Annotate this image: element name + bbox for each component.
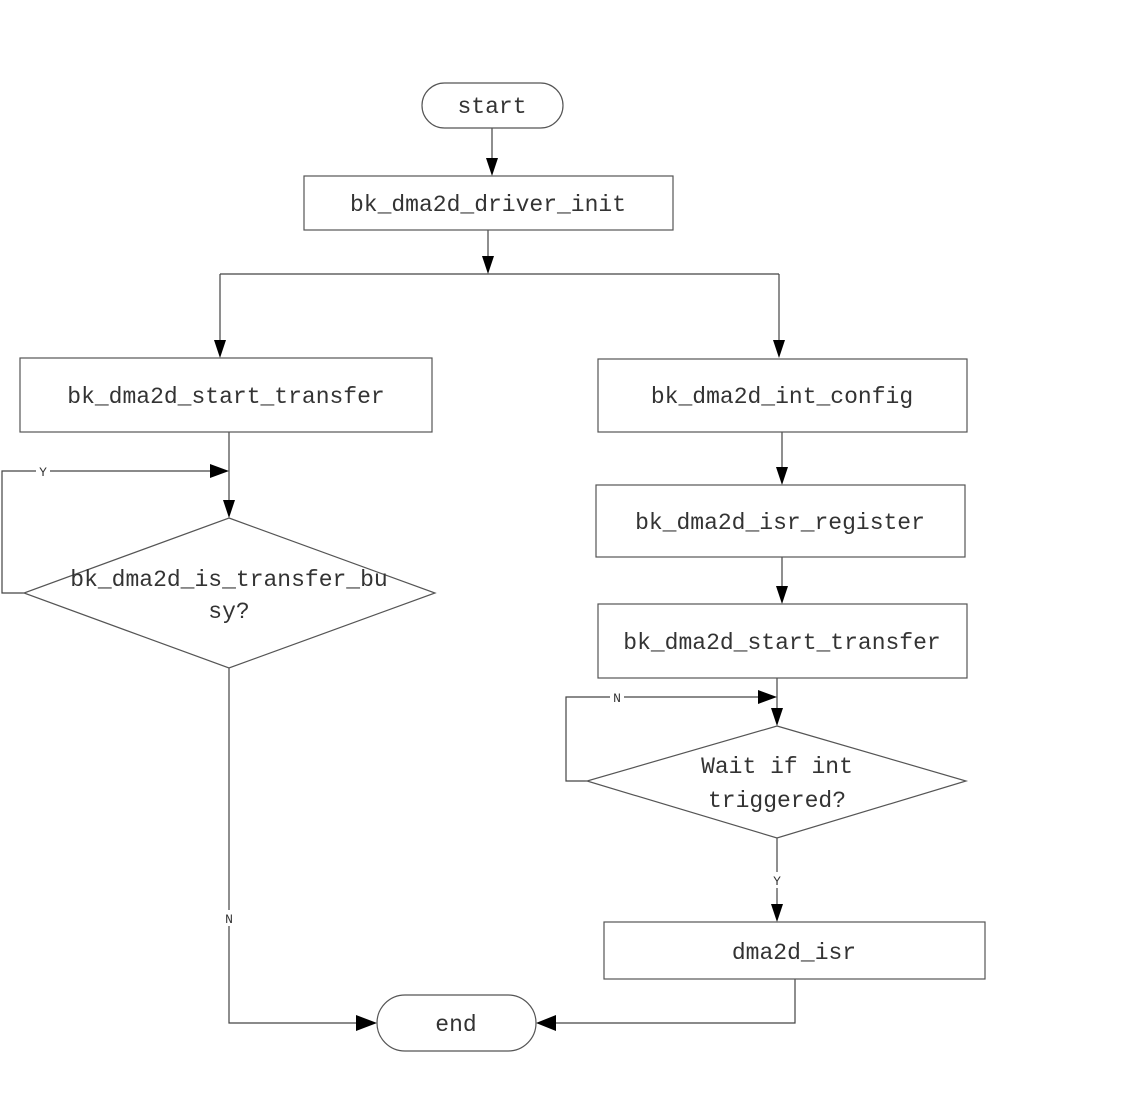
node-dma2d-isr-label: dma2d_isr [732,940,856,966]
arrowhead [773,340,785,358]
node-driver-init: bk_dma2d_driver_init [303,175,674,231]
process-shape [603,921,986,980]
arrowhead [776,586,788,604]
node-right-start-transfer: bk_dma2d_start_transfer [597,603,968,679]
edge-label-right-yes: Y [773,874,781,889]
edge-labels: Y N N Y [36,463,784,927]
arrowhead [758,690,777,704]
edge-left-no-to-end [228,668,358,1024]
process-shape [597,358,968,433]
terminator-shape [421,82,564,129]
node-wait-decision: Wait if int triggered? [584,725,969,839]
edge-label-left-loop-yes: Y [39,465,47,480]
node-left-busy-label-line1: bk_dma2d_is_transfer_bu [70,567,387,593]
node-end-label: end [435,1012,476,1038]
edge-label-left-no: N [225,912,233,927]
arrowhead [356,1015,377,1031]
node-left-busy-decision: bk_dma2d_is_transfer_bu sy? [22,517,437,669]
edge-label-right-loop-no: N [613,691,621,706]
node-wait-label-line1: Wait if int [701,754,853,780]
node-isr-register: bk_dma2d_isr_register [595,484,966,558]
arrowhead [210,464,229,478]
node-isr-register-label: bk_dma2d_isr_register [635,510,925,536]
node-start-label: start [457,94,526,120]
arrowhead [771,708,783,726]
process-shape [595,484,966,558]
connectors [1,128,796,1031]
node-wait-label-line2: triggered? [708,788,846,814]
edge-isr-to-end [555,979,796,1024]
node-start: start [421,82,564,129]
process-shape [597,603,968,679]
process-shape [303,175,674,231]
arrowhead [223,500,235,518]
arrowhead [214,340,226,358]
decision-shape [22,517,437,669]
arrowhead [482,256,494,274]
edge-left-loop-yes [1,470,212,594]
node-left-start-transfer-label: bk_dma2d_start_transfer [67,384,384,410]
node-left-start-transfer: bk_dma2d_start_transfer [19,357,433,433]
arrowhead [536,1015,556,1031]
node-right-start-transfer-label: bk_dma2d_start_transfer [623,630,940,656]
arrowhead [486,158,498,176]
edge-right-loop-no [565,696,760,782]
decision-shape [584,725,969,839]
node-end: end [376,994,537,1052]
node-left-busy-label-line2: sy? [208,599,249,625]
arrowhead [771,904,783,922]
node-int-config: bk_dma2d_int_config [597,358,968,433]
node-int-config-label: bk_dma2d_int_config [651,384,913,410]
arrowhead [776,467,788,485]
terminator-shape [376,994,537,1052]
node-dma2d-isr: dma2d_isr [603,921,986,980]
node-driver-init-label: bk_dma2d_driver_init [350,192,626,218]
process-shape [19,357,433,433]
